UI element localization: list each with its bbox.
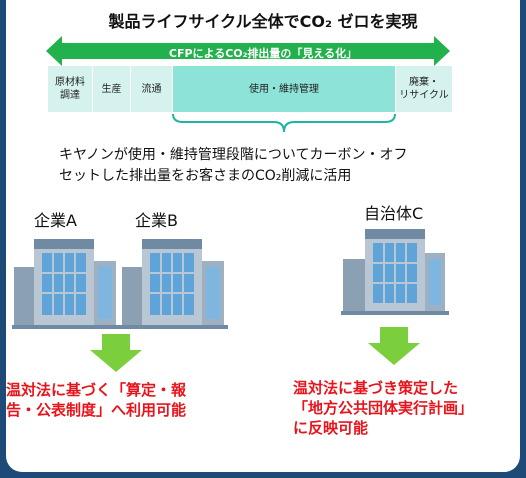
left-down-arrow-icon [90,334,142,372]
result-companies-line-1: 温対法に基づく「算定・報 [6,381,187,399]
diagram-canvas: 製品ライフサイクル全体でCO₂ ゼロを実現 CFPによるCO₂排出量の「見える化… [6,0,520,472]
result-municipality: 温対法に基づき策定した 「地方公共団体実行計画」 に反映可能 [293,378,518,438]
result-municipality-line-1: 温対法に基づき策定した [293,379,459,397]
company-a-label: 企業A [34,211,77,230]
result-municipality-line-2: 「地方公共団体実行計画」 [293,399,474,417]
right-down-arrow-icon [368,327,420,365]
diagram-title: 製品ライフサイクル全体でCO₂ ゼロを実現 [108,12,418,31]
municipality-c-label: 自治体C [364,204,424,223]
stage-disposal-recycling: 廃棄・ リサイクル [396,66,452,112]
municipality-building-icon [341,229,449,315]
description-line-1: キヤノンが使用・維持管理段階についてカーボン・オフ [59,147,408,163]
result-companies-line-2: 告・公表制度」へ利用可能 [6,401,187,419]
stage-distribution: 流通 [131,66,173,112]
result-companies: 温対法に基づく「算定・報 告・公表制度」へ利用可能 [6,380,266,420]
company-a-building-icon [12,239,120,329]
company-b-label: 企業B [135,211,178,230]
result-municipality-line-3: に反映可能 [293,419,369,437]
company-b-building-icon [120,239,228,329]
use-stage-brace [172,113,396,133]
lifecycle-arrow [46,36,450,66]
description-line-2: セットした排出量をお客さまのCO₂削減に活用 [59,168,352,184]
arrow-label: CFPによるCO₂排出量の「見える化」 [168,47,358,60]
description: キヤノンが使用・維持管理段階についてカーボン・オフ セットした排出量をお客さまの… [59,145,499,187]
stage-raw-materials: 原材料 調達 [48,66,93,112]
stage-production: 生産 [93,66,131,112]
stage-use-maintenance: 使用・維持管理 [173,66,396,112]
